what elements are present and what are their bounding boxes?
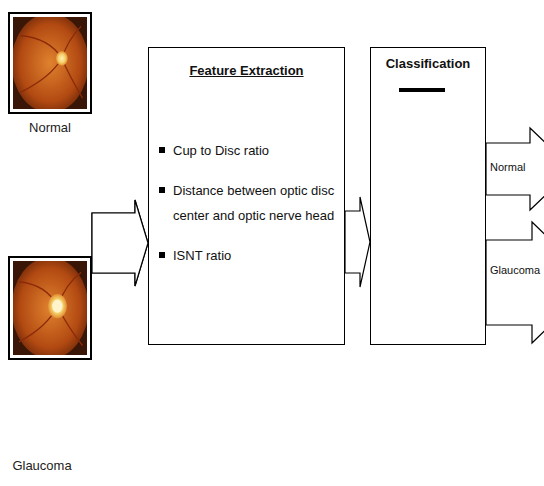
output-label: Normal (486, 160, 544, 174)
arrow-shape (486, 128, 544, 210)
bullet-item: Cup to Disc ratio (173, 138, 340, 163)
arrow-outline (486, 222, 544, 343)
output-label: Glaucoma (486, 263, 544, 277)
title-bar (399, 88, 445, 92)
box-title: Classification (375, 56, 481, 72)
bullet-item: ISNT ratio (173, 243, 340, 268)
output-arrow: Glaucoma (486, 222, 544, 343)
block-arrow (92, 200, 148, 286)
arrow-shape (486, 222, 544, 343)
fundus-picture (13, 261, 87, 355)
image-frame (8, 12, 92, 114)
bullet-item: Distance between optic disc center and o… (173, 178, 340, 228)
panel-title: Feature Extraction (153, 63, 340, 79)
block-arrow (345, 197, 370, 287)
fundus-image: Glaucoma (8, 256, 92, 474)
image-frame (8, 256, 92, 360)
image-label: Glaucoma (0, 458, 84, 474)
output-arrow: Normal (486, 128, 544, 210)
image-label: Normal (8, 120, 92, 136)
fundus-picture (13, 17, 87, 109)
feature-box: Feature ExtractionCup to Disc ratioDista… (148, 47, 345, 345)
classifier-box: Classification (370, 47, 486, 345)
block-arrow (92, 200, 148, 286)
fundus-image: Normal (8, 12, 92, 136)
